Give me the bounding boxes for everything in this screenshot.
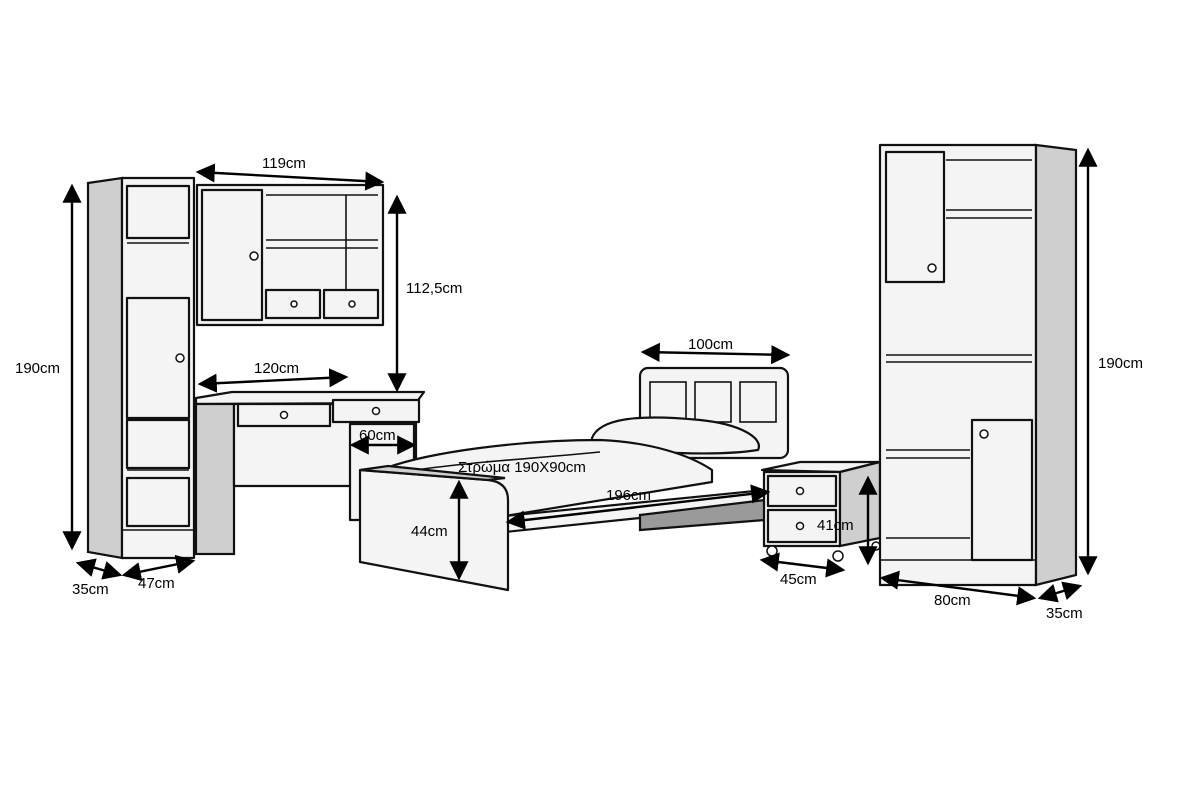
nightstand-height-label: 41cm: [817, 517, 854, 534]
headboard-width-label: 100cm: [688, 336, 733, 353]
hutch-height-label: 112,5cm: [406, 280, 462, 297]
left-height-label: 190cm: [15, 360, 60, 377]
left-depth-label: 35cm: [72, 581, 109, 598]
right-height-label: 190cm: [1098, 355, 1143, 372]
left-width-label: 47cm: [138, 575, 175, 592]
right-width-label: 80cm: [934, 592, 971, 609]
left-bookcase: [86, 176, 196, 560]
desk-hutch: [195, 183, 385, 327]
right-bookcase: [878, 143, 1078, 587]
dimension-labels: 190cm 35cm 47cm 119cm 112,5cm 120cm 60cm…: [15, 155, 1143, 622]
right-depth-label: 35cm: [1046, 605, 1083, 622]
nightstand-width-label: 45cm: [780, 571, 817, 588]
desk: [194, 390, 426, 556]
bed-height-label: 44cm: [411, 523, 448, 540]
bed-length-label: 196cm: [606, 487, 651, 504]
bed: [358, 366, 790, 592]
hutch-width-label: 119cm: [262, 155, 306, 172]
nightstand: [760, 460, 882, 562]
mattress-label: Στρώμα 190Χ90cm: [458, 459, 586, 476]
desk-width-label: 120cm: [254, 360, 299, 377]
desk-depth-label: 60cm: [359, 427, 396, 444]
dimension-lines: [62, 147, 1098, 606]
